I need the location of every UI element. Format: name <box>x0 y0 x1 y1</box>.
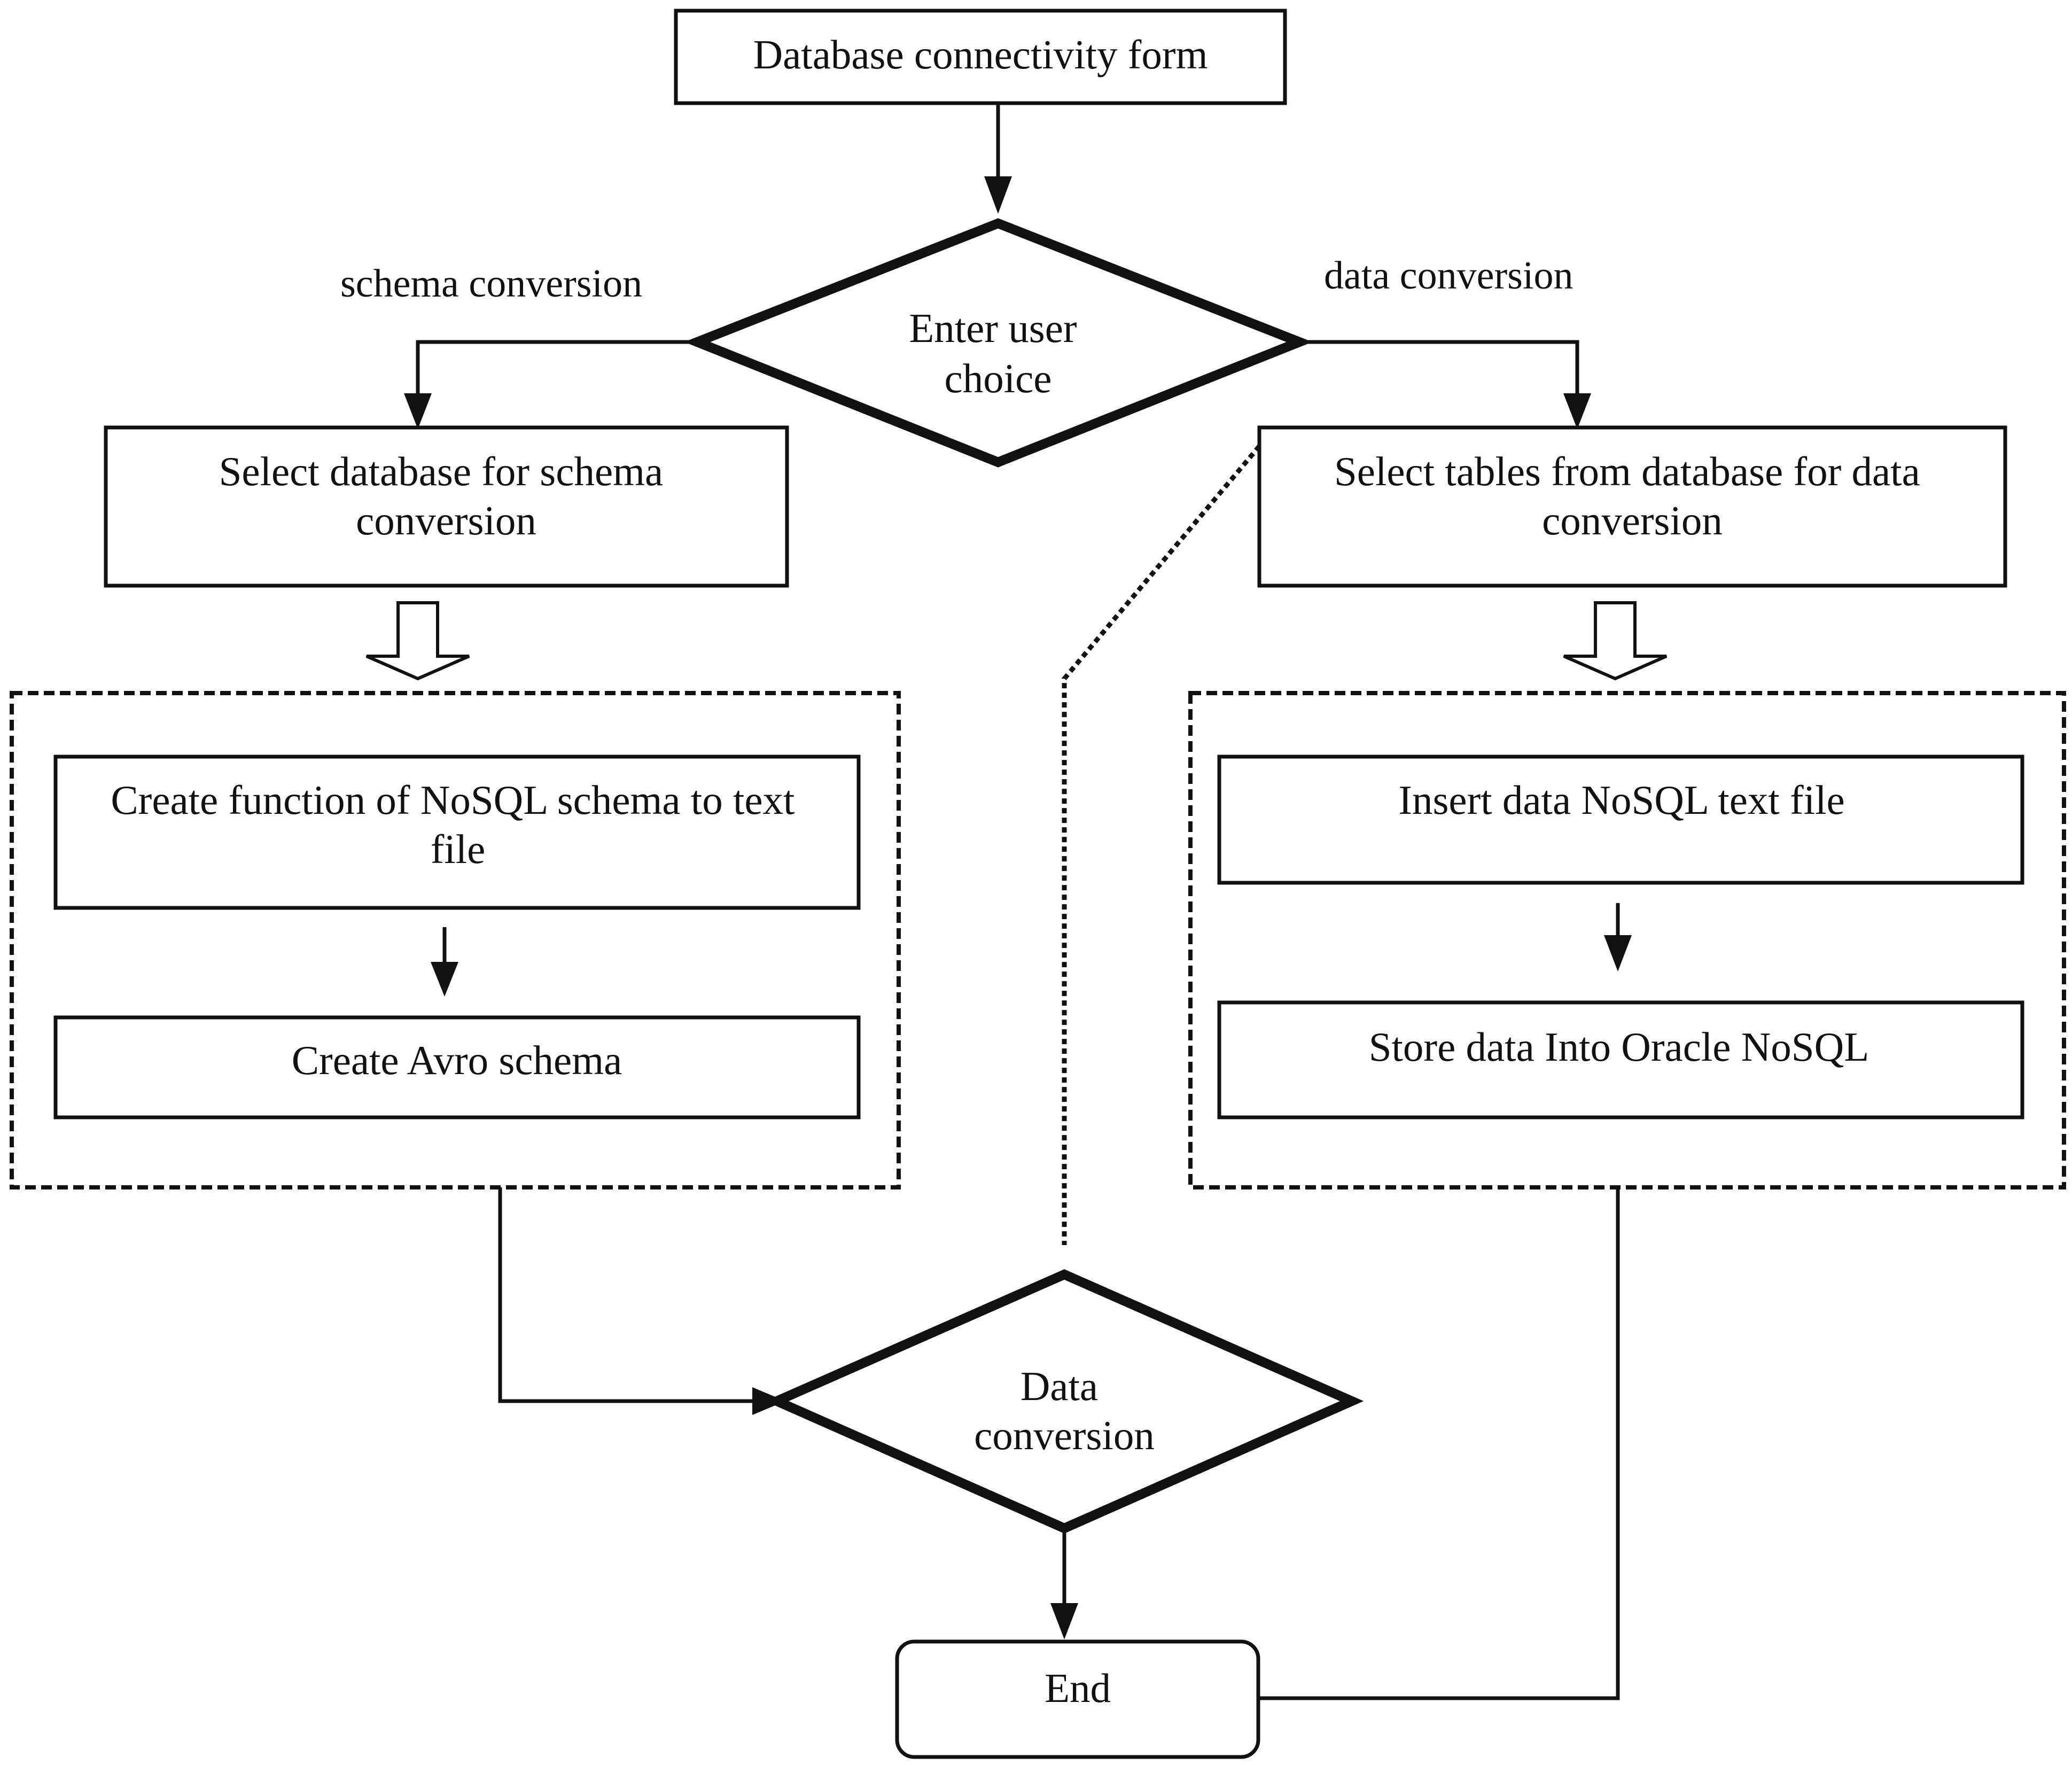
start-label-line: Database connectivity form <box>753 32 1208 77</box>
data-conversion-label: Data conversion <box>974 1363 1155 1458</box>
arrowheads <box>404 176 1632 1639</box>
choice-to-select-db-line <box>416 340 697 396</box>
store-data-label: Store data Into Oracle NoSQL <box>1369 1024 1870 1070</box>
schema-group-box <box>10 691 901 1189</box>
hollow-arrow-data-icon <box>1563 601 1668 681</box>
select-tables-label-line-1: Select tables from database for data <box>1334 448 1920 494</box>
arrowhead-function-avro <box>431 962 458 997</box>
choice-diamond <box>684 218 1313 468</box>
arrowhead-start-choice <box>984 176 1012 214</box>
arrowhead-data-conversion <box>752 1387 785 1415</box>
create-avro-label: Create Avro schema <box>292 1037 622 1083</box>
start-box <box>674 9 1287 105</box>
create-function-label-line-1: Create function of NoSQL schema to text <box>111 777 794 823</box>
insert-data-label-line: Insert data NoSQL text file <box>1398 777 1844 823</box>
block-arrows <box>365 601 1668 681</box>
insert-data-box <box>1217 755 2024 885</box>
select-tables-label: Select tables from database for data con… <box>1334 448 1930 543</box>
select-db-label: Select database for schema conversion <box>219 448 674 543</box>
insert-data-label: Insert data NoSQL text file <box>1398 777 1844 823</box>
create-function-label: Create function of NoSQL schema to text … <box>111 777 805 872</box>
end-label-line: End <box>1045 1665 1111 1711</box>
data-branch-label: data conversion <box>1324 254 1573 298</box>
create-function-box <box>53 755 861 910</box>
select-tables-box <box>1257 425 2007 588</box>
arrowhead-select-tables <box>1563 393 1591 429</box>
arrowhead-select-db <box>404 393 432 429</box>
choice-label-line-2: choice <box>945 355 1052 401</box>
select-tables-label-line-2: conversion <box>1542 497 1723 543</box>
select-db-label-line-2: conversion <box>356 497 536 543</box>
dotted-bypass-line <box>1062 445 1261 1245</box>
create-function-label-line-2: file <box>431 826 486 872</box>
data-group-to-end-line <box>1258 1187 1620 1700</box>
start-label: Database connectivity form <box>753 32 1208 77</box>
arrowhead-end <box>1050 1603 1078 1639</box>
arrowhead-insert-store <box>1604 935 1632 971</box>
schema-group-to-data-conversion-line <box>498 1187 758 1403</box>
store-data-box <box>1217 1000 2024 1119</box>
store-data-label-line: Store data Into Oracle NoSQL <box>1369 1024 1870 1070</box>
connectors <box>416 103 1620 1700</box>
create-avro-label-line: Create Avro schema <box>292 1037 622 1083</box>
data-group-box <box>1188 691 2066 1189</box>
end-label: End <box>1045 1665 1111 1711</box>
choice-label-line-1: Enter user <box>909 305 1077 351</box>
data-conversion-label-line-1: Data <box>1021 1363 1098 1409</box>
hollow-arrow-schema-icon <box>365 601 470 681</box>
select-db-label-line-1: Select database for schema <box>219 448 664 494</box>
choice-to-select-tables-line <box>1299 340 1579 396</box>
data-conversion-label-line-2: conversion <box>974 1412 1155 1458</box>
create-avro-box <box>53 1015 861 1119</box>
schema-branch-label: schema conversion <box>340 262 642 306</box>
select-db-box <box>104 425 789 588</box>
choice-label: Enter user choice <box>909 305 1087 401</box>
